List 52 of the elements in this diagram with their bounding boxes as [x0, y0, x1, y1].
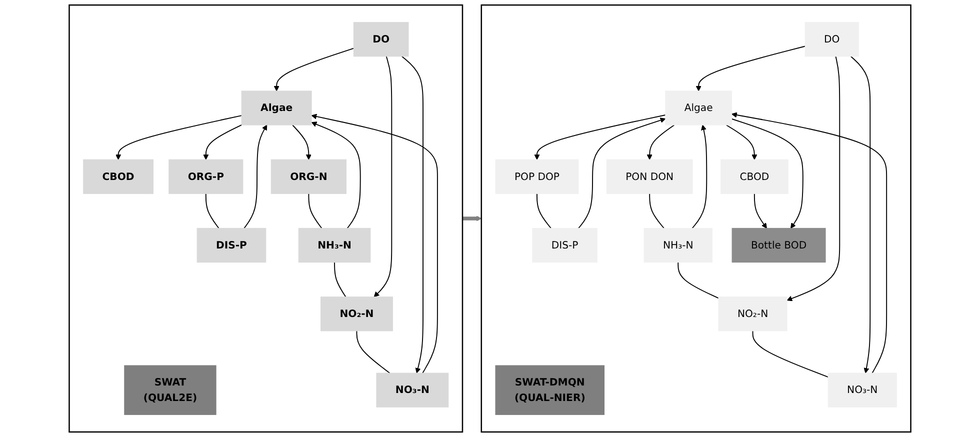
arrow [731, 118, 804, 228]
node-box: PON DON [606, 159, 693, 194]
arrow [754, 193, 767, 228]
connector [678, 262, 720, 299]
connector [649, 193, 664, 229]
connector [205, 193, 220, 229]
arrow [116, 115, 242, 160]
connector [308, 193, 322, 229]
arrow [731, 112, 888, 374]
node-box: DO [804, 22, 859, 57]
node-box: CBOD [83, 159, 154, 194]
arrow [274, 48, 354, 92]
arrow [692, 124, 708, 229]
node-box: DIS-P [196, 228, 266, 263]
arrow [646, 124, 675, 160]
cluster [480, 4, 912, 433]
node-box: Algae [241, 90, 312, 126]
node-box: DO [353, 22, 409, 57]
node-box: NH₃-N [298, 228, 371, 263]
connector [334, 262, 346, 298]
cluster [68, 4, 464, 433]
node-box: NO₃-N [376, 372, 449, 408]
node-box: ORG-P [168, 159, 244, 194]
node-box: Bottle BOD [732, 228, 826, 263]
arrow [462, 216, 482, 222]
node-box: NO₂-N [320, 296, 393, 332]
arrow [244, 124, 268, 229]
arrow [292, 124, 312, 160]
node-box: NO₂-N [718, 296, 788, 332]
node-box: NO₃-N [828, 372, 897, 408]
node-box: DIS-P [532, 228, 598, 263]
arrow [534, 114, 666, 160]
arrow [850, 56, 871, 374]
node-box: ORG-N [270, 159, 346, 194]
arrow [578, 118, 666, 229]
arrow [311, 114, 438, 374]
connector [752, 330, 829, 378]
node-box: SWAT (QUAL2E) [124, 365, 216, 415]
node-box: NH₃-N [644, 228, 712, 263]
node-box: CBOD [720, 159, 788, 194]
arrow [374, 56, 392, 298]
arrow [401, 56, 424, 374]
arrow [726, 124, 758, 160]
node-box: Algae [665, 90, 732, 126]
node-box: POP DOP [495, 159, 579, 194]
node-box: SWAT-DMQN (QUAL-NIER) [495, 365, 605, 415]
connector [356, 330, 390, 374]
arrow [786, 56, 840, 302]
arrow [696, 46, 806, 92]
arrow [311, 122, 361, 229]
connector [536, 193, 552, 229]
arrow [203, 124, 242, 160]
